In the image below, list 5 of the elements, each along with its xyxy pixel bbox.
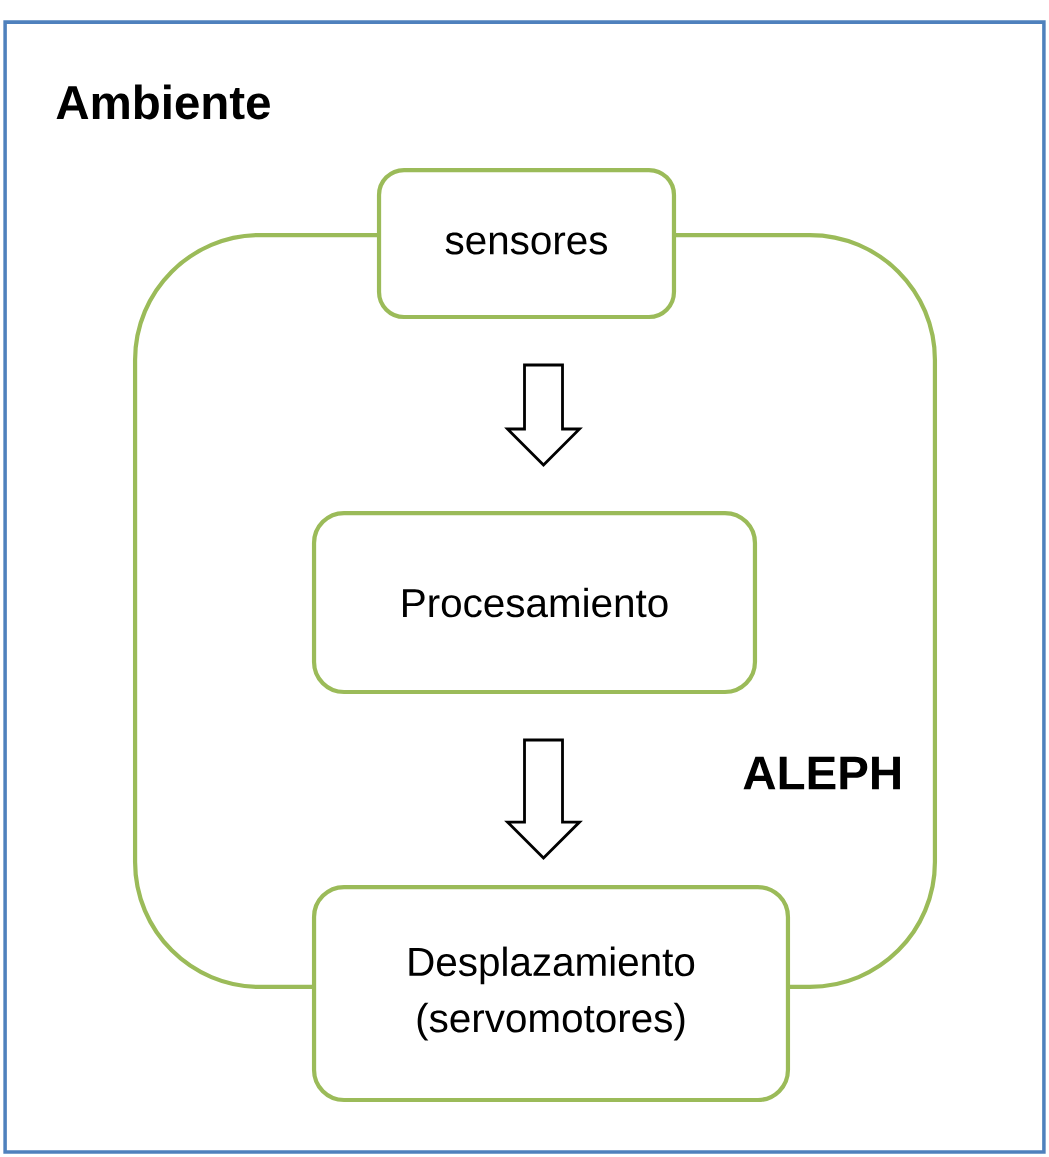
block-arrow	[504, 363, 583, 467]
process-box: Desplazamiento (servomotores)	[311, 884, 791, 1103]
block-arrow	[504, 738, 583, 860]
process-box: Procesamiento	[311, 510, 758, 695]
process-box: sensores	[376, 167, 677, 320]
